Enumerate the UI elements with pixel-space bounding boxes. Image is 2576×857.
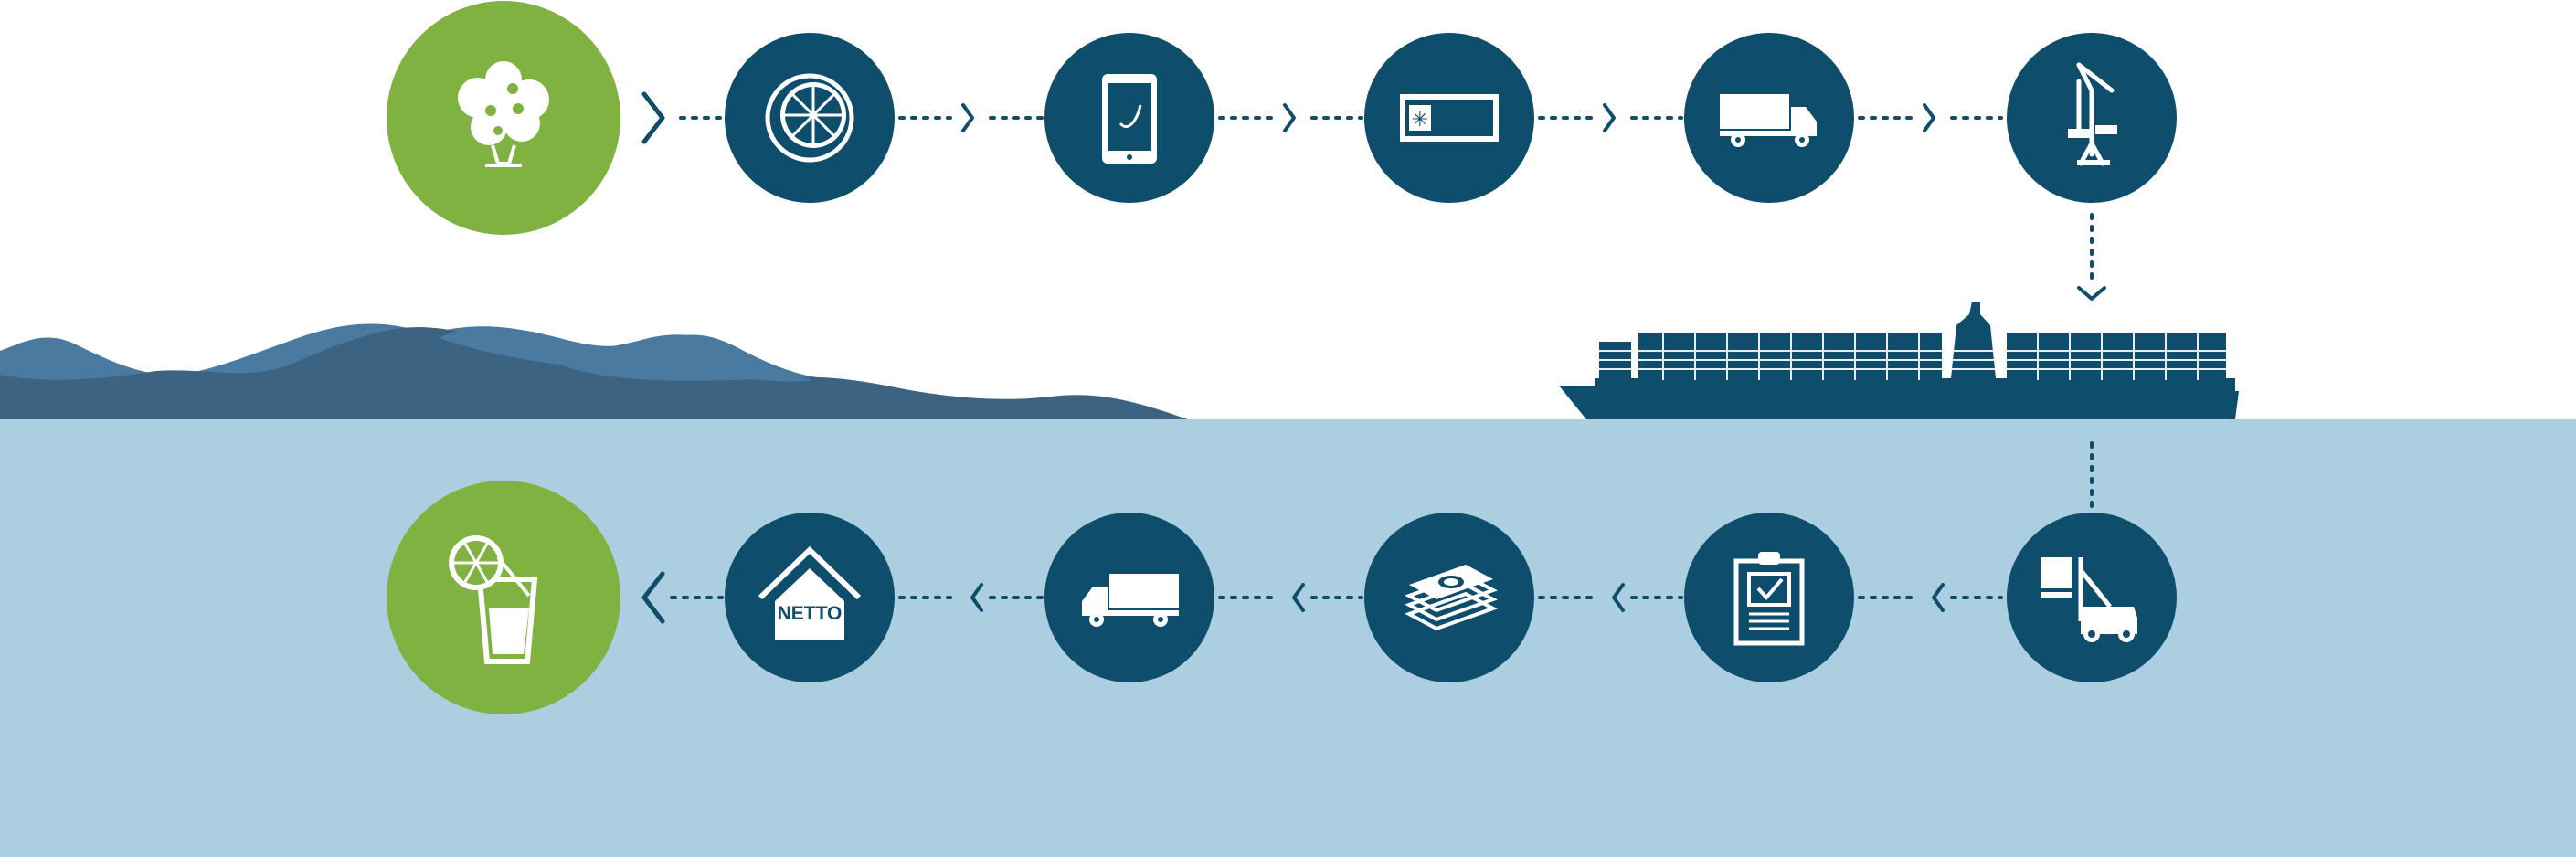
step-container: ✳ [1364, 33, 1534, 203]
step-unloading [2007, 513, 2177, 682]
truck-icon [1720, 94, 1817, 147]
step-payment [1364, 513, 1534, 682]
step-netto-store: NETTO [725, 513, 895, 682]
sea [0, 419, 2576, 857]
shipping-container-icon: ✳ [1400, 94, 1499, 142]
step-phone-order [1044, 33, 1214, 203]
connectors [641, 91, 2106, 624]
step-delivery-truck [1044, 513, 1214, 682]
step-circle [387, 481, 620, 714]
tree-icon [458, 61, 549, 167]
step-truck-to-port [1684, 33, 1854, 203]
port-crane-icon [2068, 62, 2117, 166]
svg-text:✳: ✳ [1412, 109, 1428, 132]
store-label: NETTO [778, 603, 843, 624]
hill-front [0, 327, 1188, 419]
container-ship-icon [1559, 302, 2239, 419]
store-icon: NETTO [758, 545, 862, 640]
step-circle [1364, 513, 1534, 682]
bottom-row-nodes: NETTO [387, 481, 2177, 714]
truck-icon [1082, 574, 1179, 627]
step-port-crane [2007, 33, 2177, 203]
step-customs-document [1684, 513, 1854, 682]
step-orange-tree [387, 1, 620, 235]
step-circle [2007, 513, 2177, 682]
forklift-icon [2041, 557, 2137, 642]
clipboard-check-icon [1733, 552, 1805, 646]
orange-slice-icon [765, 73, 854, 163]
step-orange-juice [387, 481, 620, 714]
juice-glass-icon [449, 535, 538, 664]
money-stack-icon [1405, 565, 1498, 631]
hill-back-ridge [439, 327, 813, 382]
step-circle [1684, 513, 1854, 682]
step-orange-fruit [725, 33, 895, 203]
top-row-nodes: ✳ [387, 1, 2177, 235]
smartphone-icon [1102, 74, 1157, 164]
